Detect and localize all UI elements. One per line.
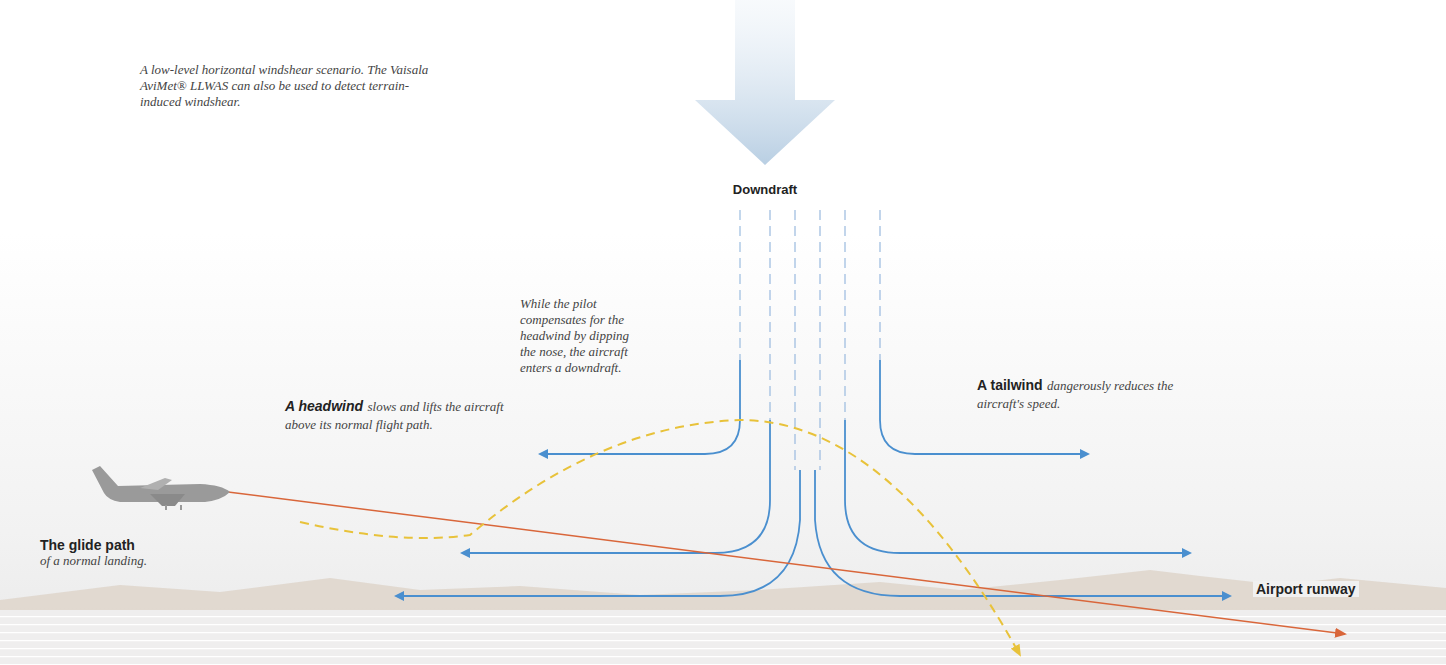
headwind-block: A headwind slows and lifts the aircraft … bbox=[285, 397, 520, 433]
runway-label: Airport runway bbox=[1253, 581, 1359, 597]
runway-block: Airport runway bbox=[1253, 580, 1423, 598]
downdraft-label: Downdraft bbox=[730, 182, 800, 197]
headwind-label: A headwind bbox=[285, 398, 363, 414]
tailwind-block: A tailwind dangerously reduces the aircr… bbox=[977, 376, 1187, 412]
caption-block: A low-level horizontal windshear scenari… bbox=[140, 62, 450, 110]
pilot-note: While the pilot compensates for the head… bbox=[520, 296, 638, 376]
figure-caption: A low-level horizontal windshear scenari… bbox=[140, 62, 450, 110]
tailwind-label: A tailwind bbox=[977, 377, 1043, 393]
note-block: While the pilot compensates for the head… bbox=[520, 296, 638, 376]
glide-path-note: of a normal landing. bbox=[40, 553, 260, 569]
downdraft-label-block: Downdraft bbox=[700, 180, 830, 198]
glide-path-label: The glide path bbox=[40, 537, 260, 553]
glide-path-block: The glide pathof a normal landing. bbox=[40, 537, 260, 569]
